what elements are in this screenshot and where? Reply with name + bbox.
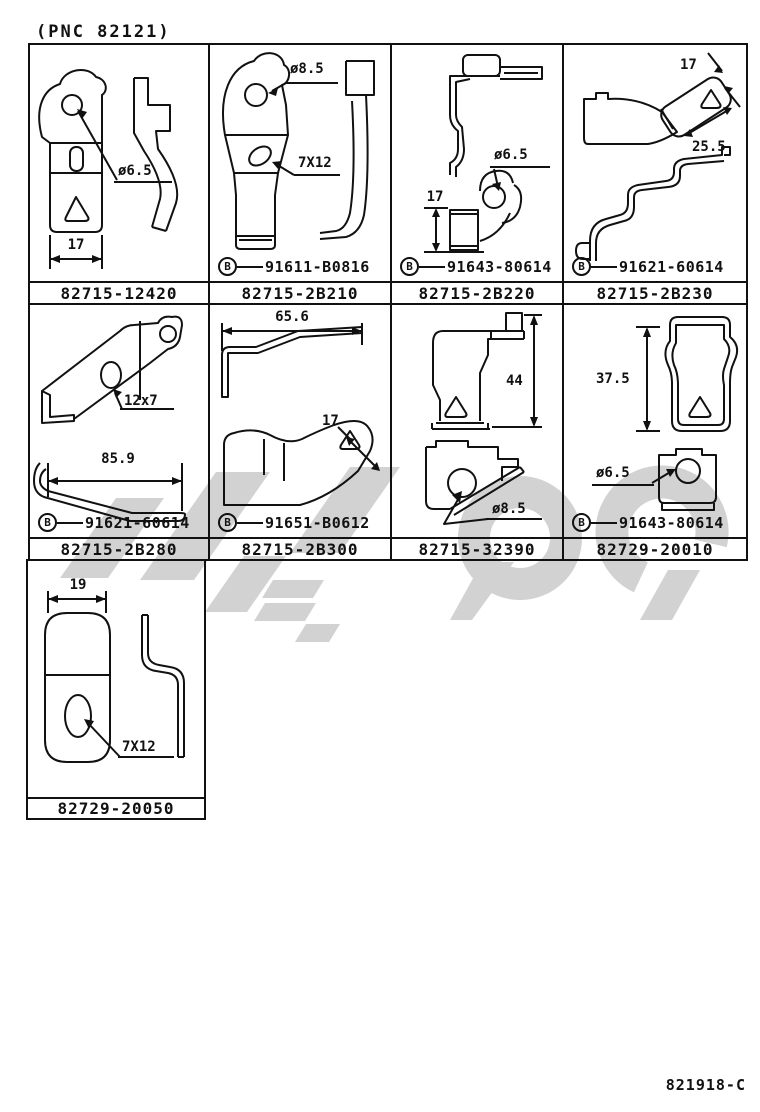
dim-label-width: 17 [67,237,85,253]
dim-label-hole: ø8.5 [492,501,526,517]
bracket-drawing [392,305,562,537]
bracket-drawing [30,305,208,537]
bolt-leader-line [237,521,263,524]
bracket-drawing [392,45,562,281]
dim-label-hole: ø6.5 [494,147,528,163]
bolt-callout: B 91621-60614 [572,257,724,276]
bolt-callout: B 91621-60614 [38,513,190,532]
bolt-leader-line [419,265,445,268]
bolt-symbol-icon: B [218,513,237,532]
part-number-band: 82715-2B220 [390,281,564,305]
bolt-leader-line [237,265,263,268]
dim-label-length: 65.6 [275,309,309,325]
dim-label-height: 37.5 [596,371,630,387]
part-number-band: 82715-2B300 [208,537,392,561]
part-number: 82715-2B280 [60,539,178,559]
part-cell-82715-2B210: ø8.5 7X12 B 91611-B0816 [208,43,392,283]
part-number-band: 82715-2B210 [208,281,392,305]
bolt-callout: B 91643-80614 [572,513,724,532]
part-number: 82715-2B210 [241,283,359,303]
dim-label-length: 85.9 [101,451,135,467]
bracket-drawing [210,45,390,281]
part-number-band: 82715-32390 [390,537,564,561]
bolt-leader-line [591,521,617,524]
bolt-symbol-icon: B [218,257,237,276]
part-cell-82715-32390: 44 ø8.5 [390,303,564,539]
part-number-band: 82729-20010 [562,537,748,561]
dim-label-width: 17 [322,413,339,429]
bolt-leader-line [591,265,617,268]
bolt-callout: B 91643-80614 [400,257,552,276]
bolt-symbol-icon: B [400,257,419,276]
dim-label-hole: ø6.5 [596,465,630,481]
bolt-part-number: 91643-80614 [619,513,724,532]
pnc-title: (PNC 82121) [36,22,171,42]
part-number: 82715-32390 [418,539,536,559]
doc-number: 821918-C [665,1076,746,1094]
bolt-symbol-icon: B [572,257,591,276]
bolt-callout: B 91651-B0612 [218,513,370,532]
bracket-drawing [564,305,746,537]
bolt-symbol-icon: B [38,513,57,532]
part-number: 82729-20050 [57,799,175,818]
part-number-band: 82715-12420 [28,281,210,305]
dim-label-slot: 7X12 [122,739,156,755]
bolt-part-number: 91651-B0612 [265,513,370,532]
bracket-drawing [30,45,208,281]
part-cell-82715-2B220: ø6.5 17 B 91643-80614 [390,43,564,283]
bolt-part-number: 91621-60614 [619,257,724,276]
bolt-symbol-icon: B [572,513,591,532]
bracket-drawing [28,561,204,797]
dim-label-length: 25.5 [692,139,726,155]
bracket-drawing [210,305,380,537]
dim-label-hole: ø8.5 [290,61,324,77]
part-cell-82715-12420: ø6.5 17 [28,43,210,283]
dim-label-hole: ø6.5 [118,163,152,179]
dim-label-height: 17 [426,189,444,205]
part-number-band: 82715-2B280 [28,537,210,561]
part-number-band: 82715-2B230 [562,281,748,305]
part-number: 82715-2B230 [596,283,714,303]
part-cell-82715-2B280: 12x7 85.9 B 91621-60614 [28,303,210,539]
part-cell-82715-2B230: 17 25.5 B 91621-60614 [562,43,748,283]
part-cell-82729-20010: 37.5 ø6.5 B 91643-80614 [562,303,748,539]
dim-label-height: 44 [506,373,523,389]
bolt-part-number: 91643-80614 [447,257,552,276]
dim-label-width: 19 [69,577,87,593]
bolt-part-number: 91611-B0816 [265,257,370,276]
dim-label-slot: 7X12 [298,155,332,171]
part-cell-82715-2B300: 65.6 17 B 91651-B0612 [208,303,392,539]
part-number: 82715-2B300 [241,539,359,559]
part-number-band: 82729-20050 [26,797,206,820]
part-number: 82715-2B220 [418,283,536,303]
part-number: 82715-12420 [60,283,178,303]
dim-label-slot: 12x7 [124,393,158,409]
bolt-part-number: 91621-60614 [85,513,190,532]
part-number: 82729-20010 [596,539,714,559]
bolt-leader-line [57,521,83,524]
bolt-callout: B 91611-B0816 [218,257,370,276]
bracket-drawing [564,45,746,281]
dim-label-width: 17 [680,57,697,73]
part-cell-82729-20050: 19 7X12 [26,559,206,799]
